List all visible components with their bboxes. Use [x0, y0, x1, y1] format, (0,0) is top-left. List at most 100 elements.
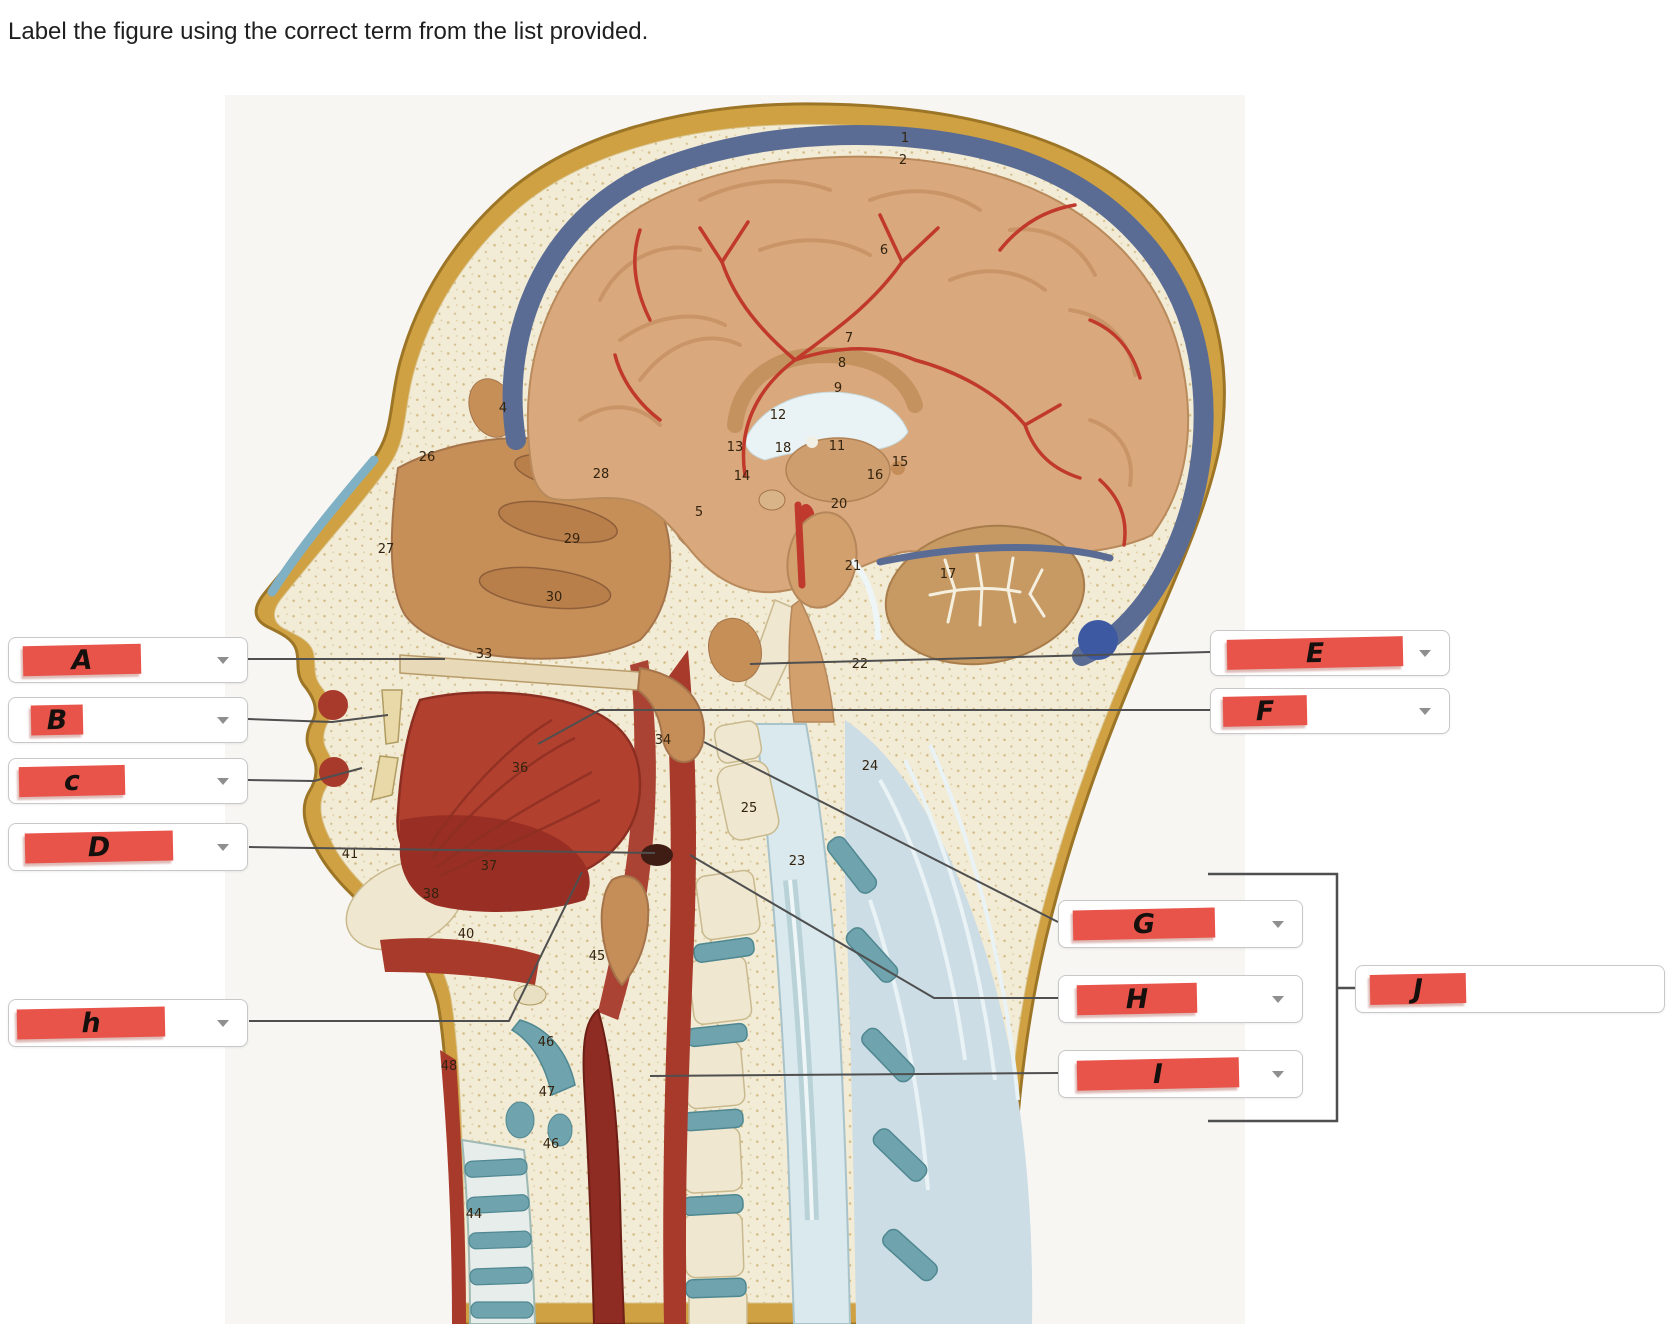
figure-number: 29 — [564, 532, 581, 547]
figure-number: 21 — [845, 559, 862, 574]
dropdown-H[interactable]: H — [1058, 975, 1303, 1023]
connector-lines — [247, 651, 1211, 1077]
figure-number: 7 — [845, 331, 853, 346]
figure-number: 25 — [741, 801, 758, 816]
laryngeal-inlet — [641, 844, 673, 866]
dropdown-J[interactable]: J — [1355, 965, 1665, 1013]
answer-marker-A: A — [22, 643, 142, 677]
figure-number: 16 — [867, 468, 884, 483]
chevron-down-icon — [217, 717, 229, 724]
page-title: Label the figure using the correct term … — [8, 18, 649, 45]
figure-number: 8 — [838, 356, 846, 371]
dropdown-D[interactable]: D — [8, 823, 248, 871]
figure-number: 22 — [852, 657, 869, 672]
dropdown-I[interactable]: I — [1058, 1050, 1303, 1098]
figure-number: 40 — [458, 927, 475, 942]
connector-B — [247, 714, 389, 723]
dropdown-B[interactable]: B — [8, 697, 248, 743]
figure-number: 17 — [940, 567, 957, 582]
figure-number: 9 — [834, 381, 842, 396]
figure-number: 27 — [378, 542, 395, 557]
dropdown-C[interactable]: c — [8, 758, 248, 804]
dropdown-A[interactable]: A — [8, 637, 248, 683]
connector-E — [749, 651, 1211, 665]
chevron-down-icon — [1419, 708, 1431, 715]
thalamus — [785, 437, 891, 503]
epiglottis — [600, 875, 650, 987]
brain-gyri — [578, 179, 1137, 487]
figure-number: 2 — [899, 153, 907, 168]
connector-I — [649, 1072, 1059, 1077]
pituitary-gland — [758, 489, 786, 511]
figure-number: 28 — [593, 467, 610, 482]
answer-marker-h: h — [16, 1006, 166, 1040]
nuchal-streaks — [868, 744, 1020, 1191]
prevertebral-muscle — [663, 650, 696, 1324]
chevron-down-icon — [217, 1020, 229, 1027]
figure-number: 23 — [789, 854, 806, 869]
answer-marker-E: E — [1226, 636, 1404, 670]
figure-number: 24 — [862, 759, 879, 774]
figure-number: 47 — [539, 1085, 556, 1100]
cerebral-arteries — [613, 203, 1142, 547]
chevron-down-icon — [217, 657, 229, 664]
figure-number: 11 — [829, 439, 846, 454]
atlas-vertebra — [713, 720, 763, 764]
arbor-vitae — [928, 553, 1046, 627]
figure-markers: 1245678911121314151617182021222324252627… — [342, 131, 957, 1222]
hyoid-bone — [513, 984, 547, 1006]
dropdown-G[interactable]: G — [1058, 900, 1303, 948]
figure-number: 44 — [466, 1207, 483, 1222]
chevron-down-icon — [1272, 1071, 1284, 1078]
connector-D — [248, 846, 656, 854]
figure-number: 36 — [512, 761, 529, 776]
connector-C — [247, 767, 363, 782]
answer-marker-D: D — [24, 830, 174, 864]
chevron-down-icon — [1272, 996, 1284, 1003]
fornix — [806, 436, 818, 448]
figure-number: 30 — [546, 590, 563, 605]
submental-muscle — [380, 938, 540, 985]
figure-number: 13 — [727, 440, 744, 455]
figure-number: 18 — [775, 441, 792, 456]
figure-number: 14 — [734, 469, 751, 484]
dropdown-F[interactable]: F — [1210, 688, 1450, 734]
pharynx-wall — [598, 660, 656, 1020]
soft-palate-uvula — [636, 666, 706, 764]
figure-number: 41 — [342, 847, 359, 862]
figure-number: 6 — [880, 243, 888, 258]
connector-h — [249, 871, 583, 1022]
chevron-down-icon — [1419, 650, 1431, 657]
medulla — [788, 598, 835, 723]
bracket-GHI-to-J — [1208, 872, 1356, 1123]
figure-number: 20 — [831, 497, 848, 512]
figure-number: 12 — [770, 408, 787, 423]
lower-incisor — [371, 755, 399, 802]
cerebellum — [884, 524, 1086, 666]
figure-number: 46 — [543, 1137, 560, 1152]
figure-number: 4 — [499, 401, 507, 416]
chevron-down-icon — [1272, 921, 1284, 928]
fourth-ventricle — [849, 557, 881, 641]
connector-H — [689, 854, 1058, 999]
esophagus — [582, 1008, 626, 1324]
chevron-down-icon — [217, 778, 229, 785]
figure-number: 46 — [538, 1035, 555, 1050]
dropdown-E[interactable]: E — [1210, 630, 1450, 676]
nasal-cartilage — [267, 455, 379, 597]
strap-muscles — [440, 1050, 466, 1324]
tracheal-rings — [464, 1158, 534, 1319]
figure-number: 37 — [481, 859, 498, 874]
brain — [526, 155, 1190, 594]
upper-incisor — [381, 689, 403, 745]
dropdown-h[interactable]: h — [8, 999, 248, 1047]
figure-number: 38 — [423, 887, 440, 902]
figure-number: 48 — [441, 1059, 458, 1074]
figure-number: 34 — [655, 733, 672, 748]
figure-number: 15 — [892, 455, 909, 470]
figure-number: 45 — [589, 949, 606, 964]
figure-number: 26 — [419, 450, 436, 465]
chevron-down-icon — [217, 844, 229, 851]
